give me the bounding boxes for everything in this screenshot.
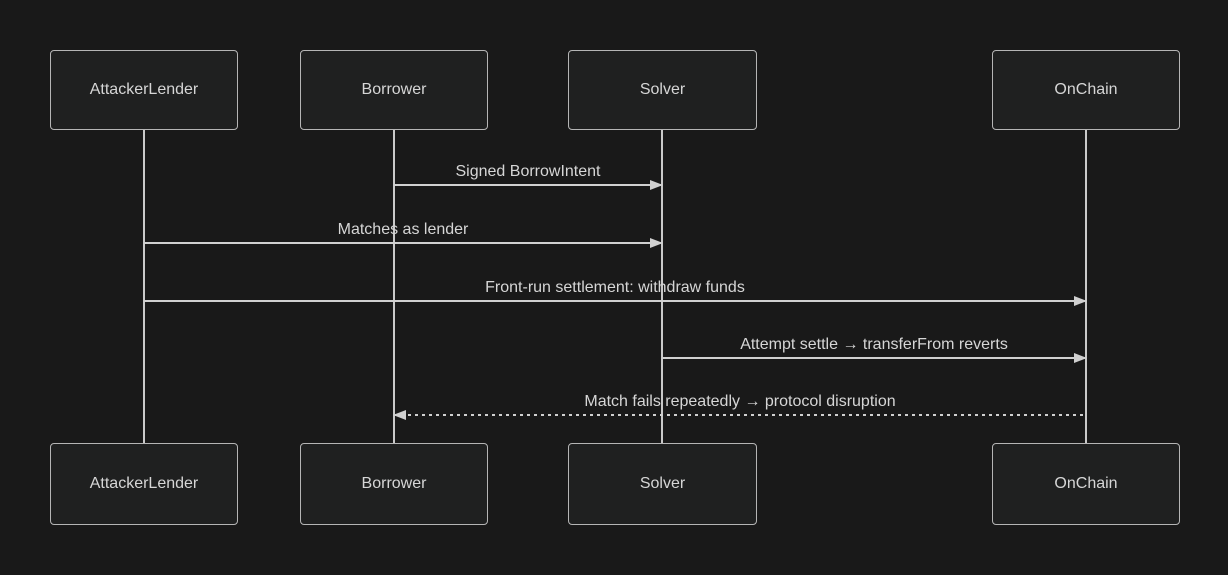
message-label: Signed BorrowIntent xyxy=(455,163,601,180)
actor-label: AttackerLender xyxy=(89,81,199,98)
message-label: Matches as lender xyxy=(337,221,469,238)
message-arrow-line xyxy=(144,296,1087,306)
actor-box-borrower-bottom: Borrower xyxy=(300,443,488,525)
actor-label: Borrower xyxy=(361,81,427,98)
arrowhead-right-icon xyxy=(1074,353,1087,363)
actor-label: OnChain xyxy=(1054,475,1118,492)
actor-box-borrower-top: Borrower xyxy=(300,50,488,130)
message-attempt-settle: Attempt settle → transferFrom reverts xyxy=(662,333,1087,363)
actor-label: OnChain xyxy=(1054,81,1118,98)
arrowhead-right-icon xyxy=(650,238,663,248)
actor-label: AttackerLender xyxy=(89,475,199,492)
message-arrow-line xyxy=(144,238,663,248)
actor-box-onchain-top: OnChain xyxy=(992,50,1180,130)
message-arrow-line xyxy=(394,180,663,190)
message-label: Front-run settlement: withdraw funds xyxy=(485,279,745,296)
actor-box-solver-bottom: Solver xyxy=(568,443,757,525)
actor-box-onchain-bottom: OnChain xyxy=(992,443,1180,525)
actor-box-solver-top: Solver xyxy=(568,50,757,130)
actor-box-attackerlender-top: AttackerLender xyxy=(50,50,238,130)
actor-label: Borrower xyxy=(361,475,427,492)
message-label: Attempt settle → transferFrom reverts xyxy=(740,336,1008,353)
message-arrow-line xyxy=(662,353,1087,363)
arrowhead-right-icon xyxy=(1074,296,1087,306)
lifeline-solver xyxy=(661,130,663,443)
message-label: Match fails repeatedly → protocol disrup… xyxy=(584,393,896,410)
actor-label: Solver xyxy=(639,81,686,98)
message-signed-borrowintent: Signed BorrowIntent xyxy=(394,160,663,190)
message-matches-as-lender: Matches as lender xyxy=(144,218,663,248)
message-front-run-settlement: Front-run settlement: withdraw funds xyxy=(144,276,1087,306)
lifeline-attackerlender xyxy=(143,130,145,443)
actor-label: Solver xyxy=(639,475,686,492)
lifeline-onchain xyxy=(1085,130,1087,443)
message-match-fails: Match fails repeatedly → protocol disrup… xyxy=(393,390,1086,420)
arrowhead-right-icon xyxy=(650,180,663,190)
message-arrow-line-dotted xyxy=(393,410,1086,420)
lifeline-borrower xyxy=(393,130,395,443)
actor-box-attackerlender-bottom: AttackerLender xyxy=(50,443,238,525)
arrowhead-left-icon xyxy=(393,410,406,420)
